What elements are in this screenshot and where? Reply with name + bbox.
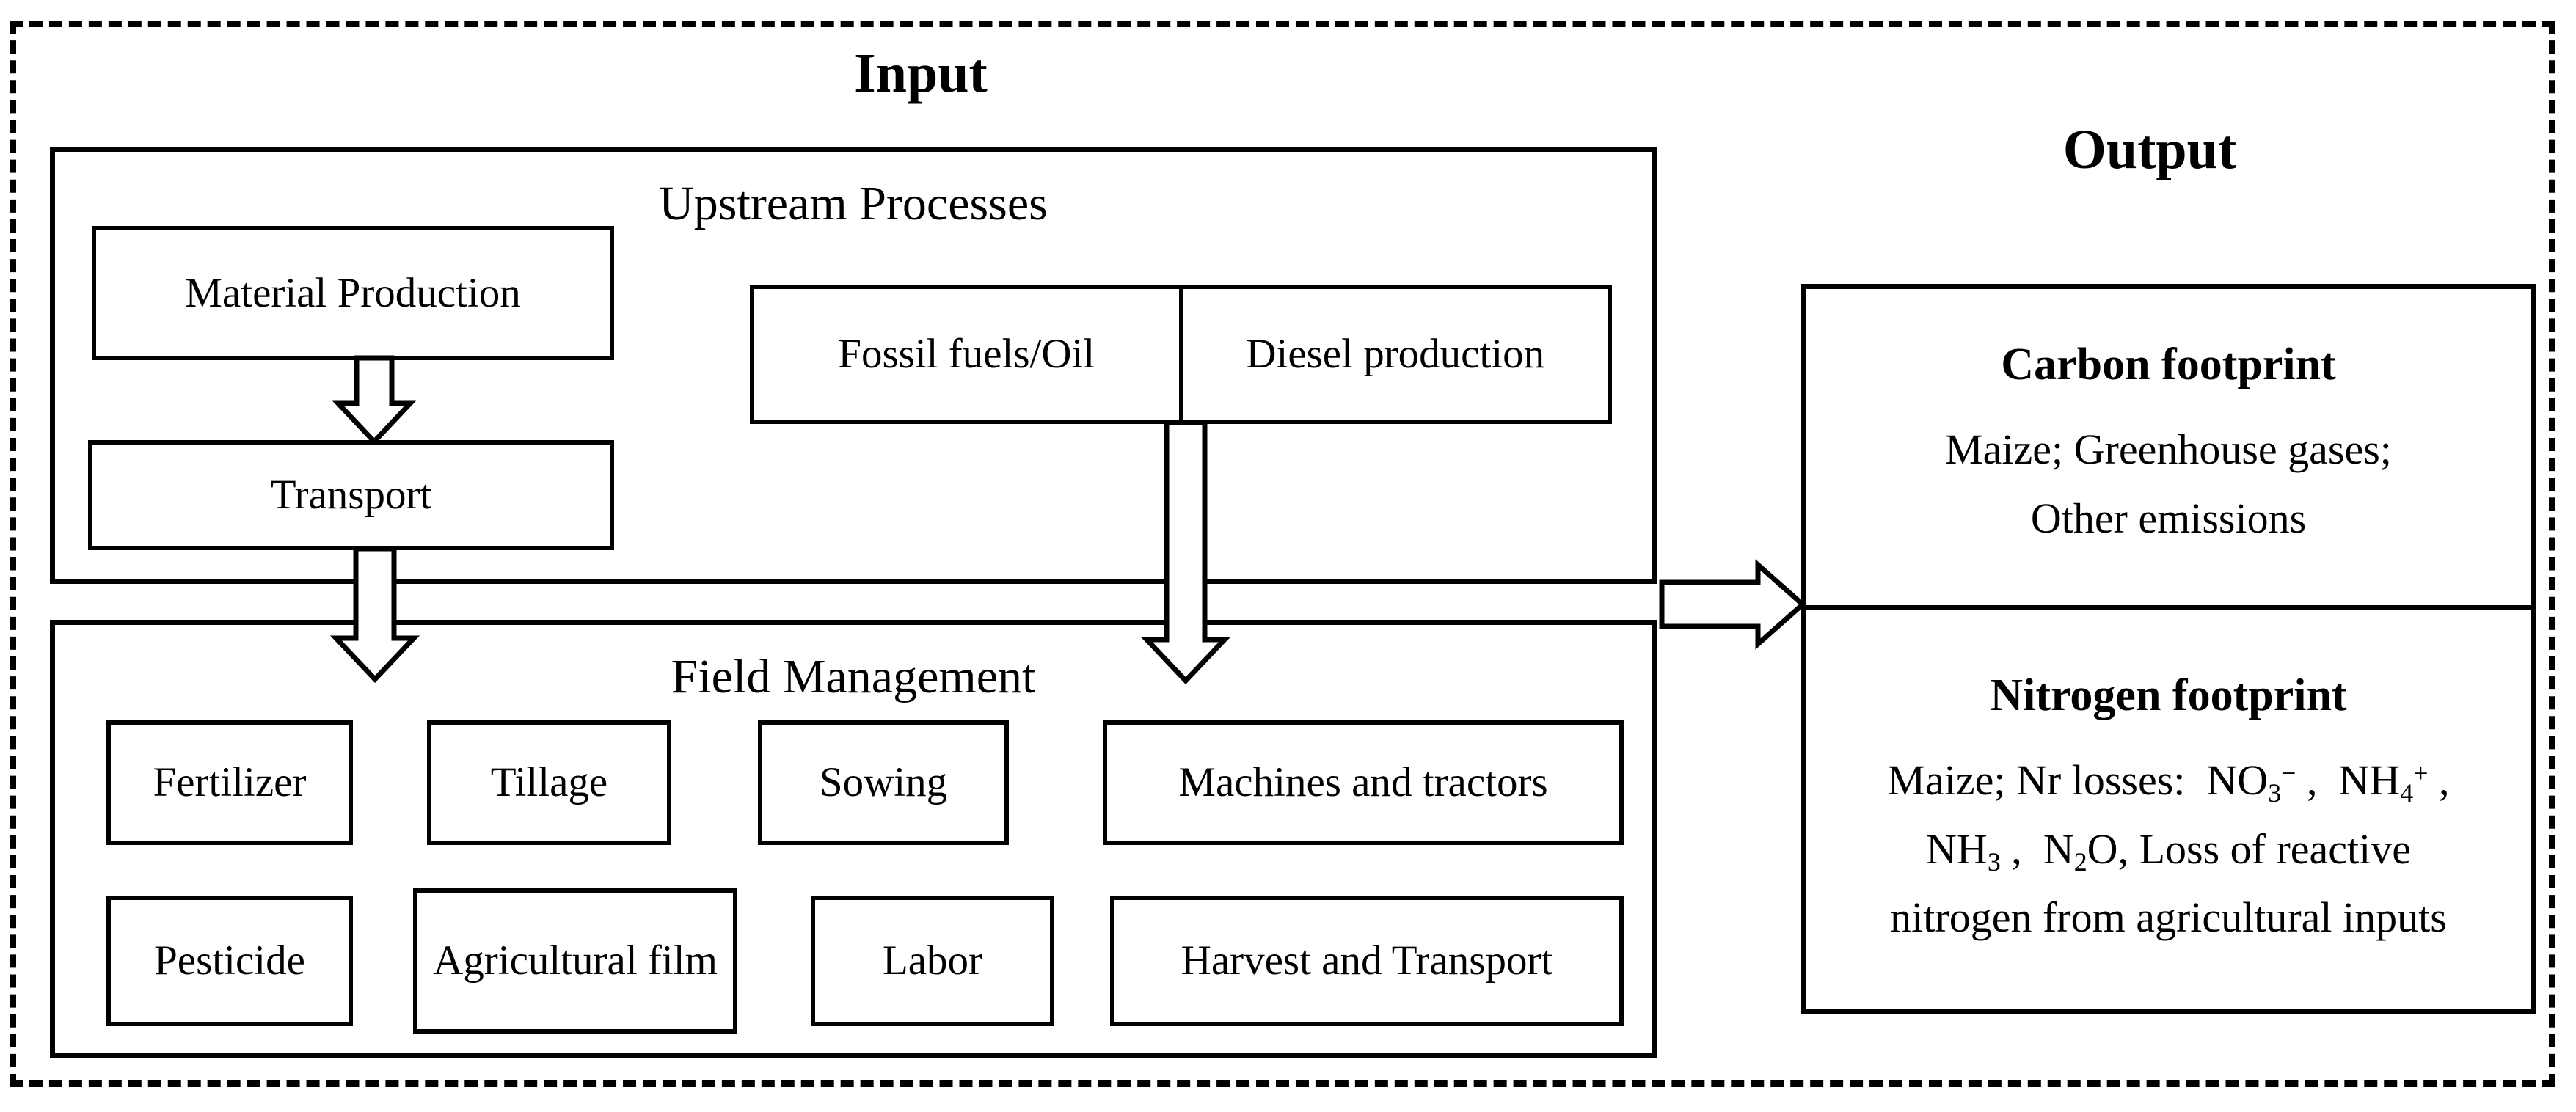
box-tillage-label: Tillage <box>490 759 608 806</box>
species-nitrate: NO3− , <box>2195 756 2318 808</box>
box-machines-and-tractors-label: Machines and tractors <box>1178 759 1548 806</box>
box-labor-label: Labor <box>882 937 983 984</box>
output-section-title: Output <box>2062 119 2237 180</box>
box-sowing[interactable]: Sowing <box>758 720 1009 845</box>
box-sowing-label: Sowing <box>819 759 948 806</box>
output-panel-divider <box>1806 605 2531 610</box>
box-agricultural-film-label: Agricultural film <box>433 937 718 984</box>
box-diesel-production-label: Diesel production <box>1246 330 1545 377</box>
output-panel: Carbon footprint Maize; Greenhouse gases… <box>1801 284 2536 1014</box>
nitrogen-footprint-line-3: nitrogen from agricultural inputs <box>1890 893 2447 942</box>
box-material-production[interactable]: Material Production <box>92 226 614 360</box>
nitrogen-losses-prefix: Maize; Nr losses: <box>1887 756 2186 804</box>
upstream-processes-label: Upstream Processes <box>659 177 1048 230</box>
carbon-footprint-line-1: Maize; Greenhouse gases; <box>1945 425 2392 473</box>
box-fertilizer-label: Fertilizer <box>153 759 307 806</box>
carbon-footprint-section: Carbon footprint Maize; Greenhouse gases… <box>1806 289 2531 605</box>
nitrogen-line2-tail: , Loss of reactive <box>2117 824 2411 873</box>
box-material-production-label: Material Production <box>185 269 521 316</box>
box-harvest-and-transport[interactable]: Harvest and Transport <box>1110 896 1624 1026</box>
field-management-label: Field Management <box>671 650 1036 703</box>
box-fossil-fuels-diesel[interactable]: Fossil fuels/Oil Diesel production <box>750 285 1612 424</box>
box-pesticide[interactable]: Pesticide <box>106 896 353 1026</box>
arrow-transport-to-field-management <box>329 546 420 684</box>
box-labor[interactable]: Labor <box>811 896 1054 1026</box>
carbon-footprint-title: Carbon footprint <box>2001 339 2336 389</box>
arrow-material-to-transport <box>332 355 417 446</box>
carbon-footprint-line-2: Other emissions <box>2030 494 2307 542</box>
arrow-diesel-to-field-management <box>1140 420 1231 685</box>
arrow-input-to-output <box>1659 553 1807 656</box>
box-agricultural-film[interactable]: Agricultural film <box>413 888 737 1034</box>
species-nitrous-oxide: N2O <box>2032 824 2118 877</box>
nitrogen-footprint-section: Nitrogen footprint Maize; Nr losses: NO3… <box>1806 610 2531 1014</box>
box-fossil-fuels-oil[interactable]: Fossil fuels/Oil <box>754 289 1179 420</box>
nitrogen-footprint-line-1: Maize; Nr losses: NO3− , NH4+ , <box>1887 746 2449 815</box>
species-ammonia: NH3 , <box>1926 824 2022 877</box>
box-tillage[interactable]: Tillage <box>427 720 671 845</box>
box-transport[interactable]: Transport <box>88 440 614 550</box>
box-diesel-production[interactable]: Diesel production <box>1183 289 1608 420</box>
fuel-box-divider <box>1178 289 1183 420</box>
nitrogen-footprint-title: Nitrogen footprint <box>1990 670 2347 720</box>
box-pesticide-label: Pesticide <box>154 937 305 984</box>
input-section-title: Input <box>854 43 988 104</box>
box-machines-and-tractors[interactable]: Machines and tractors <box>1103 720 1624 845</box>
box-transport-label: Transport <box>270 472 432 519</box>
system-boundary-dashed <box>10 21 2555 1087</box>
species-ammonium: NH4+ , <box>2327 756 2450 808</box>
box-harvest-and-transport-label: Harvest and Transport <box>1181 937 1553 984</box>
box-fossil-fuels-oil-label: Fossil fuels/Oil <box>838 330 1095 377</box>
box-fertilizer[interactable]: Fertilizer <box>106 720 353 845</box>
nitrogen-footprint-line-2: NH3 , N2O, Loss of reactive <box>1926 815 2411 884</box>
